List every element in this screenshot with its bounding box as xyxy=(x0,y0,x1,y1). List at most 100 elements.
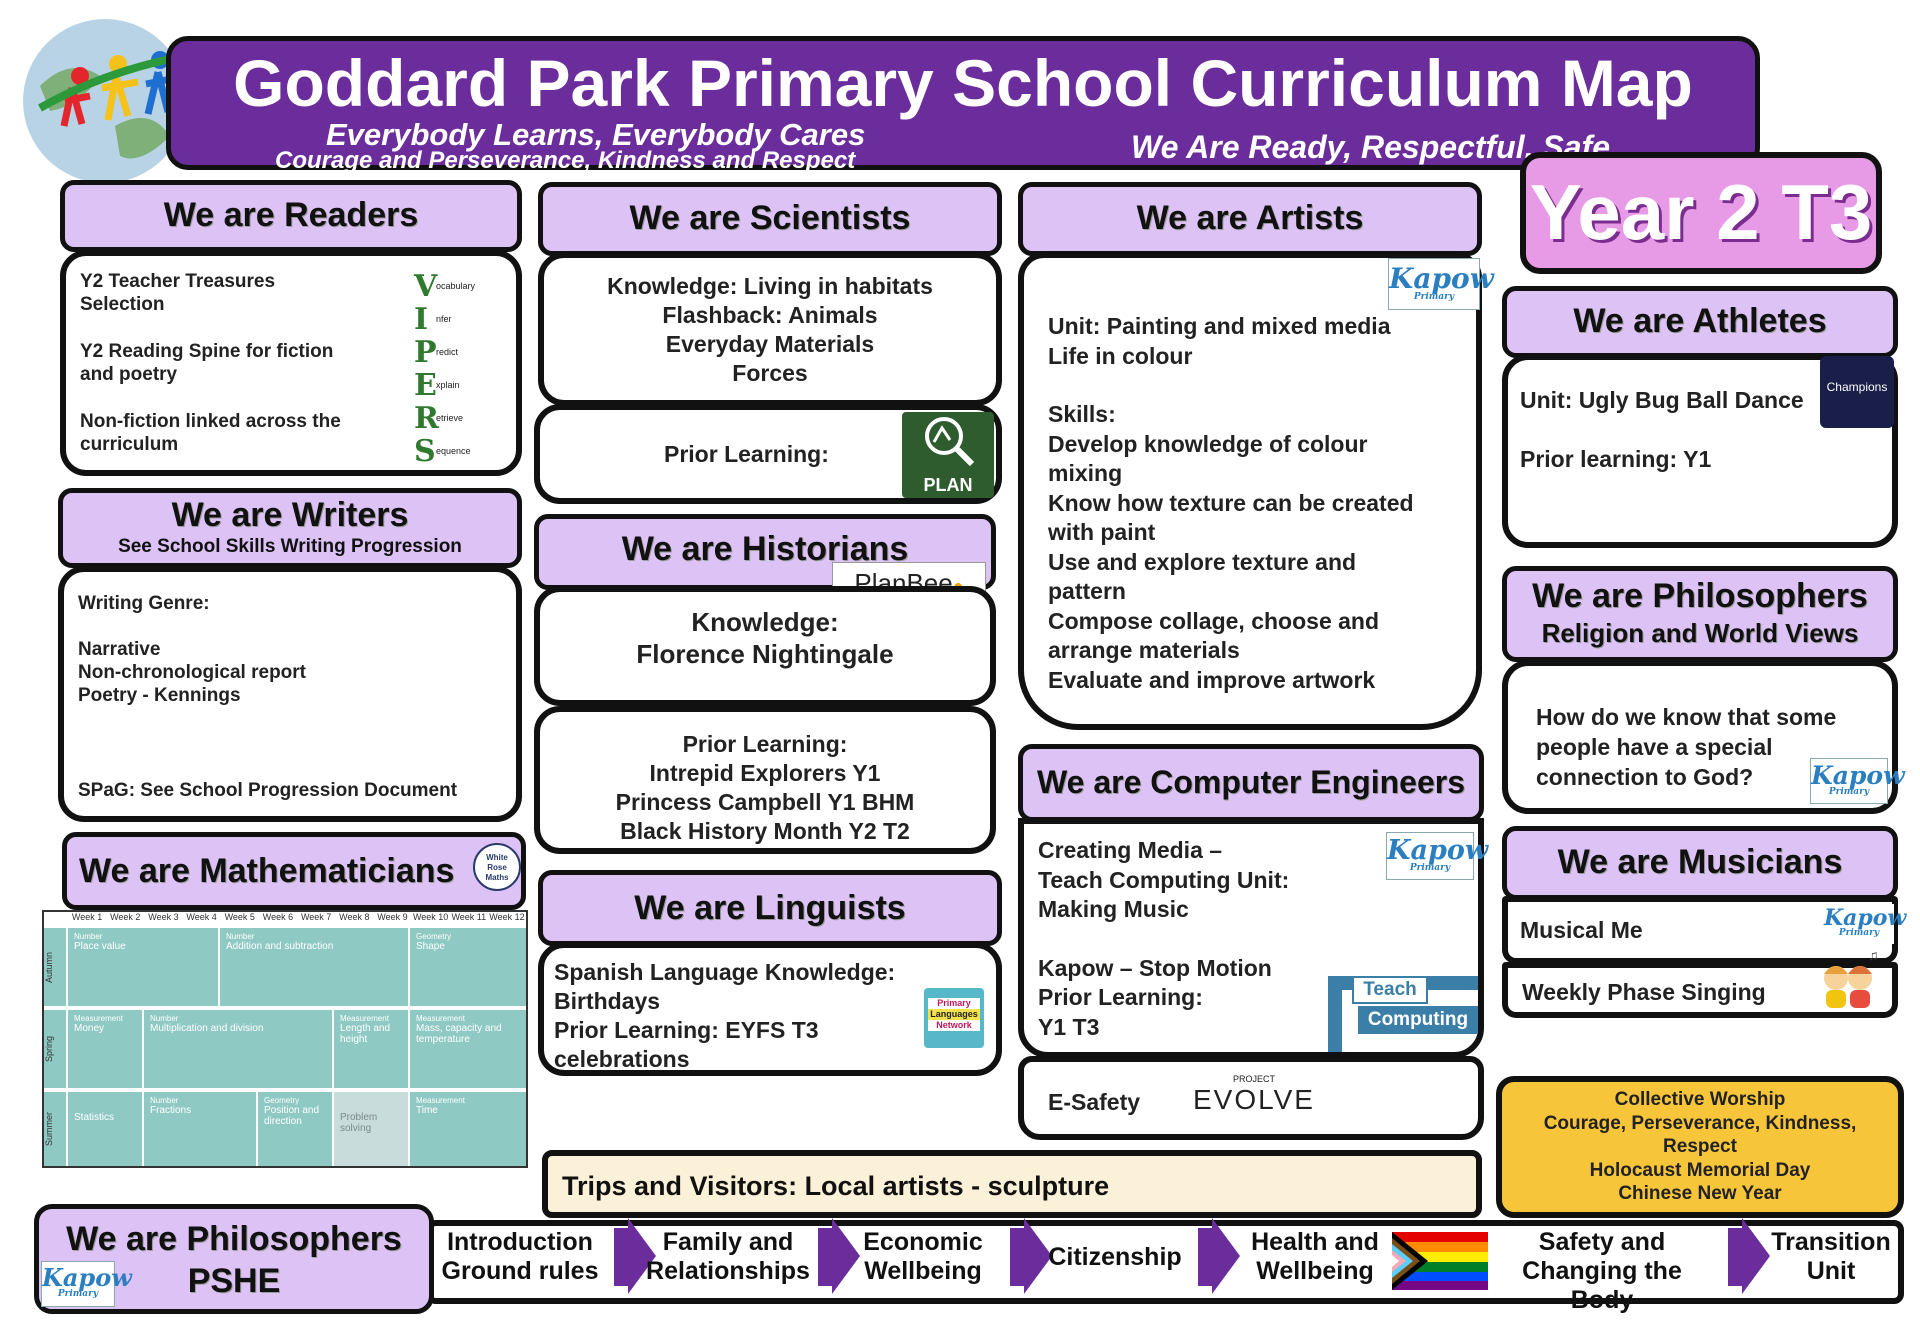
pshe-unit: Health and Wellbeing xyxy=(1240,1228,1390,1296)
maths-block-category: Measurement xyxy=(74,1014,123,1023)
writers-genre: Poetry - Kennings xyxy=(78,685,241,706)
maths-block-name: Addition and subtraction xyxy=(226,941,334,952)
pshe-unit-line: Unit xyxy=(1806,1257,1856,1285)
writers-spag: SPaG: See School Progression Document xyxy=(78,780,458,801)
pshe-unit-line: Safety and xyxy=(1538,1228,1666,1256)
linguists-line: Prior Learning: EYFS T3 xyxy=(554,1017,819,1043)
artists-line: Life in colour xyxy=(1048,342,1193,369)
maths-block: Number Multiplication and division xyxy=(144,1010,332,1088)
pshe-unit-line: Transition xyxy=(1771,1228,1891,1256)
pshe-title: We are Philosophers xyxy=(66,1220,402,1258)
athletes-header: We are Athletes xyxy=(1502,286,1898,358)
readers-header: We are Readers xyxy=(60,180,522,252)
athletes-title: We are Athletes xyxy=(1573,302,1827,340)
pshe-arrow-stem xyxy=(818,1228,832,1286)
linguists-header: We are Linguists xyxy=(538,870,1002,946)
pshe-subtitle: PSHE xyxy=(187,1262,281,1300)
linguists-title: We are Linguists xyxy=(634,889,906,927)
worship-line: Chinese New Year xyxy=(1618,1183,1782,1204)
maths-block: Geometry Shape xyxy=(410,928,526,1006)
writers-box: Writing Genre: Narrative Non-chronologic… xyxy=(58,566,522,822)
pshe-strip xyxy=(426,1220,1904,1304)
artists-line: Compose collage, choose and xyxy=(1048,607,1380,634)
kapow-logo: Kapow Primary xyxy=(1810,758,1905,804)
historians-knowledge: Knowledge: xyxy=(691,607,839,637)
worship-line: Holocaust Memorial Day xyxy=(1589,1159,1811,1181)
vipers-graphic: V ocabulary I nfer P redict E xplain R e… xyxy=(414,270,514,470)
week-label: Week 9 xyxy=(377,912,408,922)
champions-logo-text: Champions xyxy=(1826,380,1888,394)
artists-box: Unit: Painting and mixed media Life in c… xyxy=(1018,252,1482,730)
musicians-title: We are Musicians xyxy=(1557,843,1843,881)
computing-line xyxy=(1038,925,1464,954)
maths-block-name: Place value xyxy=(74,941,126,952)
pshe-unit: Economic Wellbeing xyxy=(846,1228,1000,1296)
collective-worship-box: Collective Worship Courage, Perseverance… xyxy=(1496,1076,1904,1218)
progress-pride-flag xyxy=(1392,1232,1488,1290)
worship-line: Courage, Perseverance, Kindness, xyxy=(1543,1112,1857,1134)
maths-block-name: Length and height xyxy=(340,1023,391,1045)
trips-label: Trips and Visitors: Local artists - scul… xyxy=(562,1171,1110,1201)
readers-item: and poetry xyxy=(80,364,178,385)
maths-block-category: Number xyxy=(74,932,103,941)
philosophers-re-title: We are Philosophers xyxy=(1532,577,1868,615)
pshe-arrow-stem xyxy=(1010,1228,1024,1286)
pshe-unit: Introduction Ground rules xyxy=(432,1228,608,1296)
maths-header: We are Mathematicians White Rose Maths xyxy=(62,832,526,910)
artists-line: arrange materials xyxy=(1048,637,1240,663)
computing-logo-word: Computing xyxy=(1358,1006,1478,1034)
computing-line: Y1 T3 xyxy=(1038,1013,1100,1040)
historians-prior: Princess Campbell Y1 BHM xyxy=(615,789,915,815)
vipers-letter: I xyxy=(414,302,429,337)
pshe-unit: Family and Relationships xyxy=(640,1228,816,1296)
maths-block-category: Geometry xyxy=(264,1096,300,1105)
pshe-unit-line: Family and xyxy=(662,1228,794,1256)
kapow-logo-sub: Primary xyxy=(1409,863,1451,873)
kapow-logo-text: Kapow xyxy=(42,1263,132,1292)
maths-block-name: Fractions xyxy=(150,1105,192,1116)
maths-block-name: Shape xyxy=(416,941,445,952)
motto-everybody: Everybody Learns, Everybody Cares xyxy=(326,117,866,152)
evolve-text: EVOLVE xyxy=(1193,1084,1315,1115)
maths-block-category: Measurement xyxy=(416,1096,465,1105)
pshe-unit-line: Economic xyxy=(863,1228,983,1256)
week-label: Week 4 xyxy=(186,912,217,922)
computing-box: Creating Media – Teach Computing Unit: M… xyxy=(1018,818,1488,1058)
scientists-line: Knowledge: Living in habitats xyxy=(607,273,933,299)
svg-text:♫: ♫ xyxy=(1868,947,1879,963)
kapow-logo: Kapow Primary xyxy=(1824,904,1906,944)
artists-header: We are Artists xyxy=(1018,182,1482,256)
kapow-logo: Kapow Primary xyxy=(1386,832,1488,880)
vipers-row: I nfer xyxy=(414,303,514,336)
kapow-logo-sub: Primary xyxy=(1828,787,1870,797)
historians-prior-box: Prior Learning: Intrepid Explorers Y1 Pr… xyxy=(534,706,996,854)
pshe-unit-line: Wellbeing xyxy=(1256,1257,1374,1285)
week-label: Week 2 xyxy=(110,912,141,922)
philosophers-re-box: How do we know that some people have a s… xyxy=(1502,660,1905,814)
artists-line: Use and explore texture and xyxy=(1048,548,1357,575)
vipers-letter: V xyxy=(414,269,438,304)
languages-logo-text: Primary xyxy=(928,998,980,1009)
maths-week-header: Week 1 Week 2 Week 3 Week 4 Week 5 Week … xyxy=(68,912,526,926)
worship-line: Respect xyxy=(1663,1136,1737,1157)
kapow-logo: Kapow Primary xyxy=(41,1261,132,1307)
philosophers-re-question: connection to God? xyxy=(1536,764,1754,790)
artists-line: with paint xyxy=(1048,519,1156,545)
vipers-word: ocabulary xyxy=(436,281,476,291)
scientists-line: Forces xyxy=(732,360,808,386)
historians-prior: Black History Month Y2 T2 xyxy=(620,818,910,844)
pshe-unit-line: Wellbeing xyxy=(864,1257,982,1285)
artists-line: Evaluate and improve artwork xyxy=(1048,666,1376,693)
computing-line: Creating Media – xyxy=(1038,837,1223,863)
athletes-unit: Unit: Ugly Bug Ball Dance xyxy=(1520,387,1804,413)
pshe-unit-line: Relationships xyxy=(646,1257,810,1285)
philosophers-re-subtitle: Religion and World Views xyxy=(1541,618,1859,648)
artists-line: Develop knowledge of colour xyxy=(1048,430,1368,457)
scientists-line: Everyday Materials xyxy=(665,331,875,357)
pshe-arrow xyxy=(1212,1218,1240,1294)
musicians-unit: Musical Me xyxy=(1520,917,1643,943)
computing-line: Prior Learning: xyxy=(1038,984,1203,1010)
artists-line: Unit: Painting and mixed media xyxy=(1048,313,1391,339)
languages-logo-text: Languages xyxy=(928,1009,980,1020)
kapow-logo-text: Kapow xyxy=(1824,905,1907,931)
